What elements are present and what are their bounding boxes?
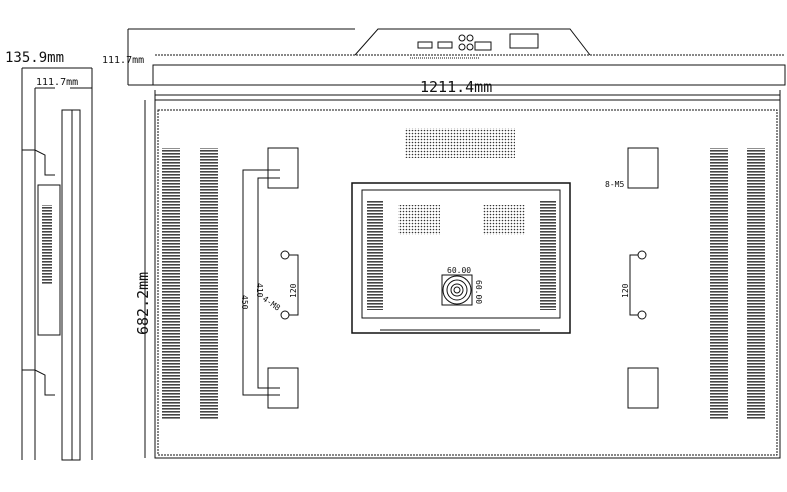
screw-m8-label: 4-M8: [261, 294, 282, 313]
fan-height-label: 60.00: [474, 280, 483, 304]
bracket-450-label: 450: [240, 295, 249, 310]
bracket-top-left: [267, 147, 299, 189]
height-label: 682.2mm: [134, 272, 152, 335]
bracket-410-label: 410: [255, 283, 264, 298]
front-view: [154, 99, 781, 459]
vent-right-2: [747, 148, 765, 420]
screw-m5-label: 8-M5: [605, 180, 624, 189]
top-mesh-vent: [405, 128, 515, 158]
top-view: [127, 28, 786, 86]
top-depth-label: 111.7mm: [102, 55, 144, 66]
bracket-bottom-right: [627, 367, 659, 409]
side-depth-label: 135.9mm: [5, 50, 64, 66]
side-view: [21, 67, 93, 461]
bracket-top-right: [627, 147, 659, 189]
back-panel: [351, 182, 571, 334]
vent-left-1: [162, 148, 180, 420]
side-inner-depth-label: 111.7mm: [36, 77, 78, 88]
fan-width-label: 60.00: [447, 266, 471, 275]
width-label: 1211.4mm: [420, 78, 492, 96]
vent-left-2: [200, 148, 218, 420]
fan: [441, 274, 473, 306]
vent-right-1: [710, 148, 728, 420]
pitch-right-label: 120: [621, 283, 630, 298]
pitch-left-label: 120: [289, 283, 298, 298]
